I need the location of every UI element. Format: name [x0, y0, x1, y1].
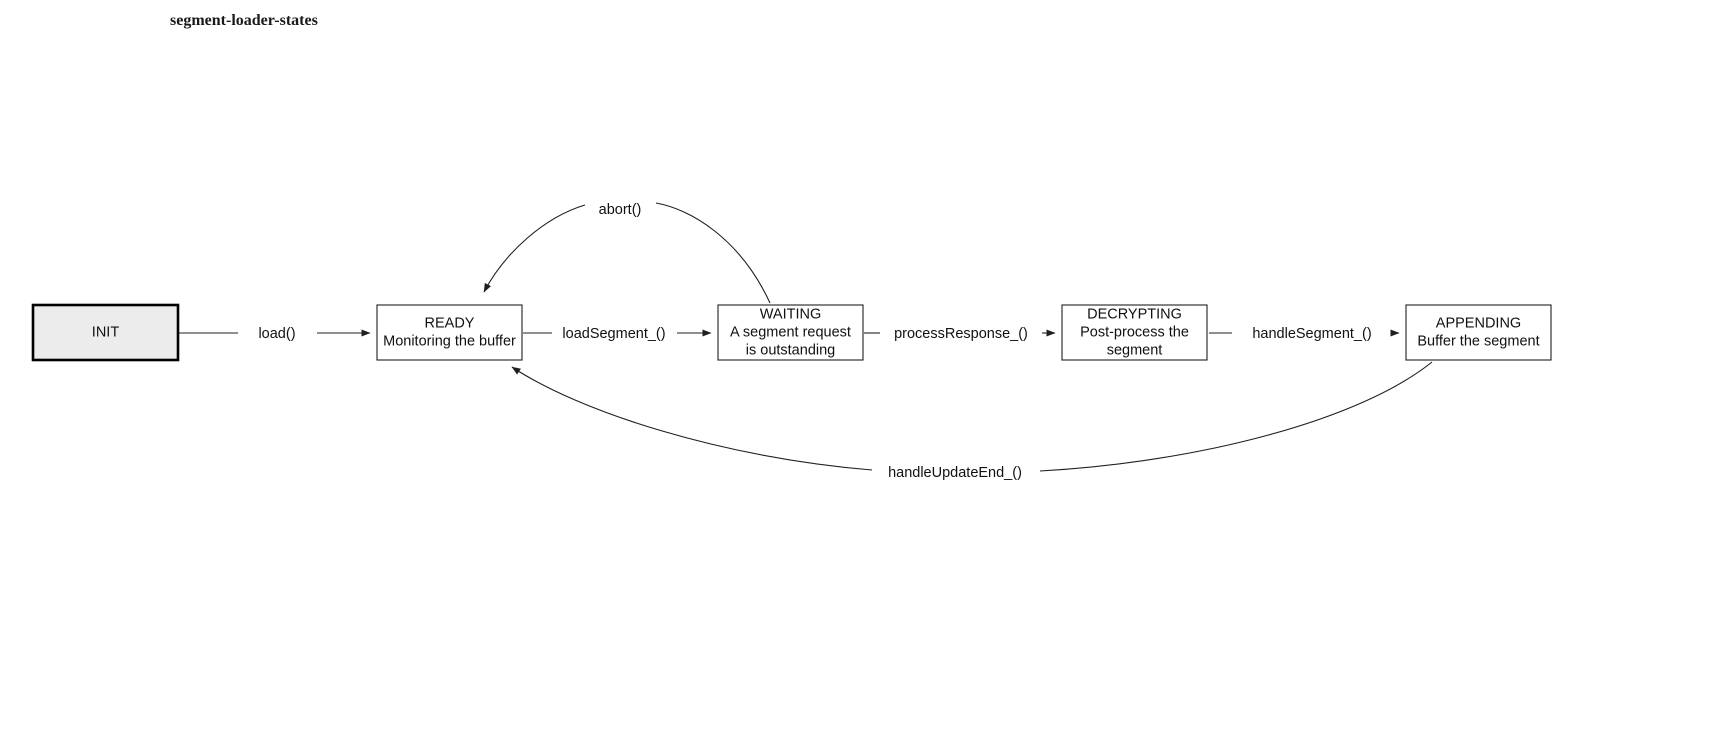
edge-waiting-ready-abort	[483, 202, 771, 304]
edge-appending-ready-update-end	[511, 361, 1433, 472]
edge-label-text: handleUpdateEnd_()	[888, 465, 1022, 481]
edge-line	[1039, 361, 1433, 472]
edge-label-appending-ready-update-end: handleUpdateEnd_()	[881, 463, 1029, 483]
state-node-waiting[interactable]: WAITING A segment request is outstanding	[717, 304, 864, 361]
diagram-title: segment-loader-states	[170, 12, 318, 29]
state-node-box[interactable]	[376, 304, 523, 361]
state-node-box[interactable]	[1405, 304, 1552, 361]
edge-label-text: handleSegment_()	[1252, 326, 1371, 342]
state-node-title: DECRYPTING	[1087, 306, 1182, 322]
state-node-description: A segment request	[730, 324, 851, 340]
state-node-title: INIT	[92, 324, 120, 340]
state-node-description: Buffer the segment	[1417, 333, 1539, 349]
nodes-layer: INIT READY Monitoring the buffer WAITING A s…	[31, 303, 1552, 362]
edge-label-waiting-ready-abort: abort()	[588, 200, 652, 220]
edge-line	[655, 202, 771, 304]
state-node-description: is outstanding	[746, 342, 835, 358]
edge-label-background	[1246, 324, 1378, 344]
edge-label-init-ready: load()	[249, 324, 305, 344]
edge-label-text: abort()	[599, 202, 642, 218]
state-node-decrypting[interactable]: DECRYPTING Post-process the segment	[1061, 304, 1208, 361]
state-node-box[interactable]	[717, 304, 864, 361]
edge-label-background	[588, 200, 652, 220]
state-node-title: WAITING	[760, 306, 821, 322]
state-node-title: READY	[425, 315, 475, 331]
edge-line	[511, 366, 873, 471]
edges-layer	[179, 202, 1433, 472]
edge-label-waiting-decrypting: processResponse_()	[887, 324, 1035, 344]
edge-label-background	[249, 324, 305, 344]
state-node-description: Post-process the	[1080, 324, 1189, 340]
edge-label-ready-waiting: loadSegment_()	[555, 324, 673, 344]
state-node-ready[interactable]: READY Monitoring the buffer	[376, 304, 523, 361]
state-node-init[interactable]: INIT	[31, 303, 180, 362]
state-node-title: APPENDING	[1436, 315, 1521, 331]
state-node-appending[interactable]: APPENDING Buffer the segment	[1405, 304, 1552, 361]
edge-line	[483, 204, 586, 293]
edge-label-decrypting-appending: handleSegment_()	[1246, 324, 1378, 344]
state-node-box[interactable]	[1061, 304, 1208, 361]
edge-label-text: processResponse_()	[894, 326, 1028, 342]
state-node-box[interactable]	[31, 303, 180, 362]
edge-label-background	[555, 324, 673, 344]
state-node-description: Monitoring the buffer	[383, 333, 516, 349]
edge-label-text: loadSegment_()	[562, 326, 665, 342]
edge-label-background	[881, 463, 1029, 483]
edge-label-background	[887, 324, 1035, 344]
edge-labels-layer: load()loadSegment_()processResponse_()ha…	[249, 200, 1378, 483]
state-node-description: segment	[1107, 342, 1163, 358]
edge-label-text: load()	[258, 326, 295, 342]
